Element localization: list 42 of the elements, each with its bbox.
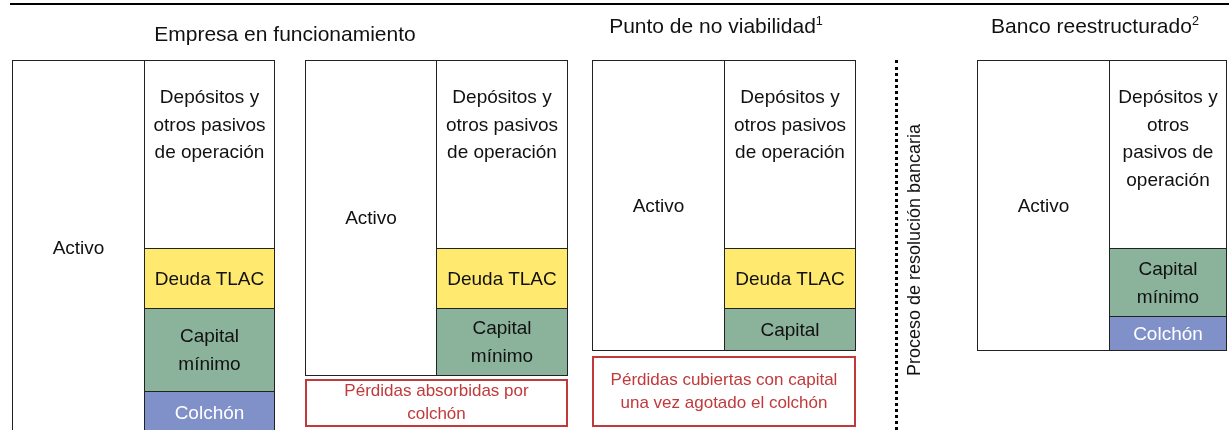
cell-label: Capital mínimo [469,316,535,368]
asset-cell [12,60,145,430]
cell-label: Depósitos y otros pasivos de operación [152,85,267,165]
debt-cell [144,248,275,309]
panel-heading: Punto de no viabilidad$^{1}$ [609,14,823,38]
liability-cell [1109,60,1227,249]
cell-label: Pérdidas absorbidas por colchón [343,380,530,425]
panel-heading: Banco reestructurado$^{2}$ [991,14,1199,38]
cell-label: Activo [632,193,685,218]
cell-label: Activo [345,206,397,231]
liability-cell [724,60,856,249]
capital-cell [436,308,568,376]
cell-label: Capital mínimo [177,324,242,376]
capital-cell [1109,248,1227,317]
cell-label: Depósitos y otros pasivos de operación [1117,85,1219,192]
cell-label: Activo [1017,193,1070,218]
buffer-cell [144,391,275,430]
asset-cell [305,60,437,376]
cell-label: Colchón [174,401,245,426]
debt-cell [724,248,856,309]
cell-label: Colchón [1133,321,1203,346]
asset-cell [977,60,1110,351]
capital-cell [144,308,275,392]
loss-box [592,356,856,427]
asset-cell [592,60,725,351]
capital-cell [724,308,856,351]
cell-label: Capital [760,317,820,342]
buffer-cell [1109,316,1227,351]
loss-box [305,379,568,427]
cell-label: Deuda TLAC [447,266,557,291]
cell-label: Deuda TLAC [735,266,845,291]
liability-cell [436,60,568,249]
cell-label: Pérdidas cubiertas con capital una vez agotado el colchón [609,368,839,414]
panel-heading: Empresa en funcionamiento [154,22,416,46]
cell-label: Depósitos y otros pasivos de operación [733,85,847,165]
liability-cell [144,60,275,249]
cell-label: Deuda TLAC [154,266,265,291]
cell-label: Activo [52,235,105,260]
cell-label: Depósitos y otros pasivos de operación [445,85,559,165]
section-label: Proceso de resolución bancaria [903,123,925,377]
debt-cell [436,248,568,309]
cell-label: Capital mínimo [1135,256,1201,309]
